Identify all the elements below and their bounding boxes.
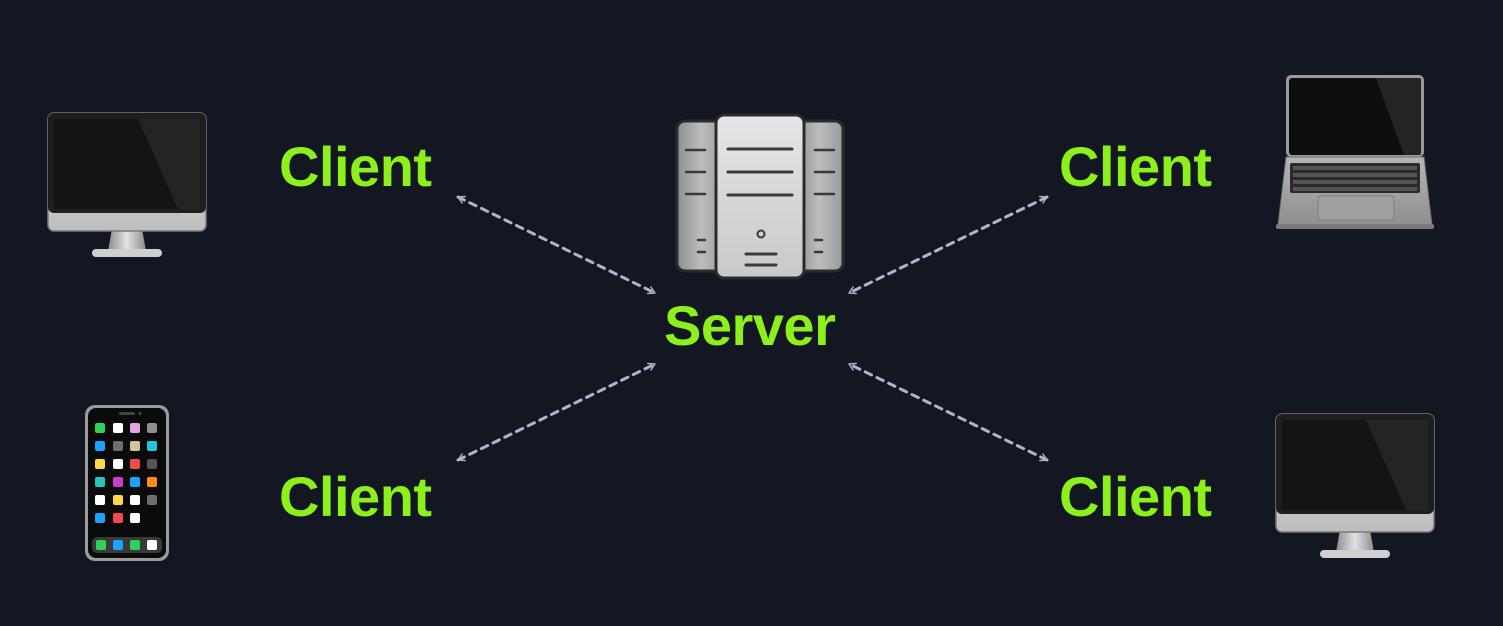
connection-top-left-server	[456, 195, 657, 295]
client-label-bottom-right: Client	[1059, 465, 1212, 528]
laptop-icon	[1276, 73, 1434, 233]
connection-bottom-right-server	[847, 362, 1049, 462]
client-label-top-right: Client	[1059, 135, 1212, 198]
connection-bottom-left-server	[456, 362, 657, 462]
connection-top-right-server	[847, 195, 1049, 295]
server-label: Server	[664, 294, 836, 357]
desktop-monitor-icon	[46, 111, 208, 261]
desktop-monitor-icon	[1274, 412, 1436, 562]
server-tower-icon	[672, 112, 848, 280]
smartphone-icon	[83, 403, 171, 563]
client-label-top-left: Client	[279, 135, 432, 198]
client-label-bottom-left: Client	[279, 465, 432, 528]
